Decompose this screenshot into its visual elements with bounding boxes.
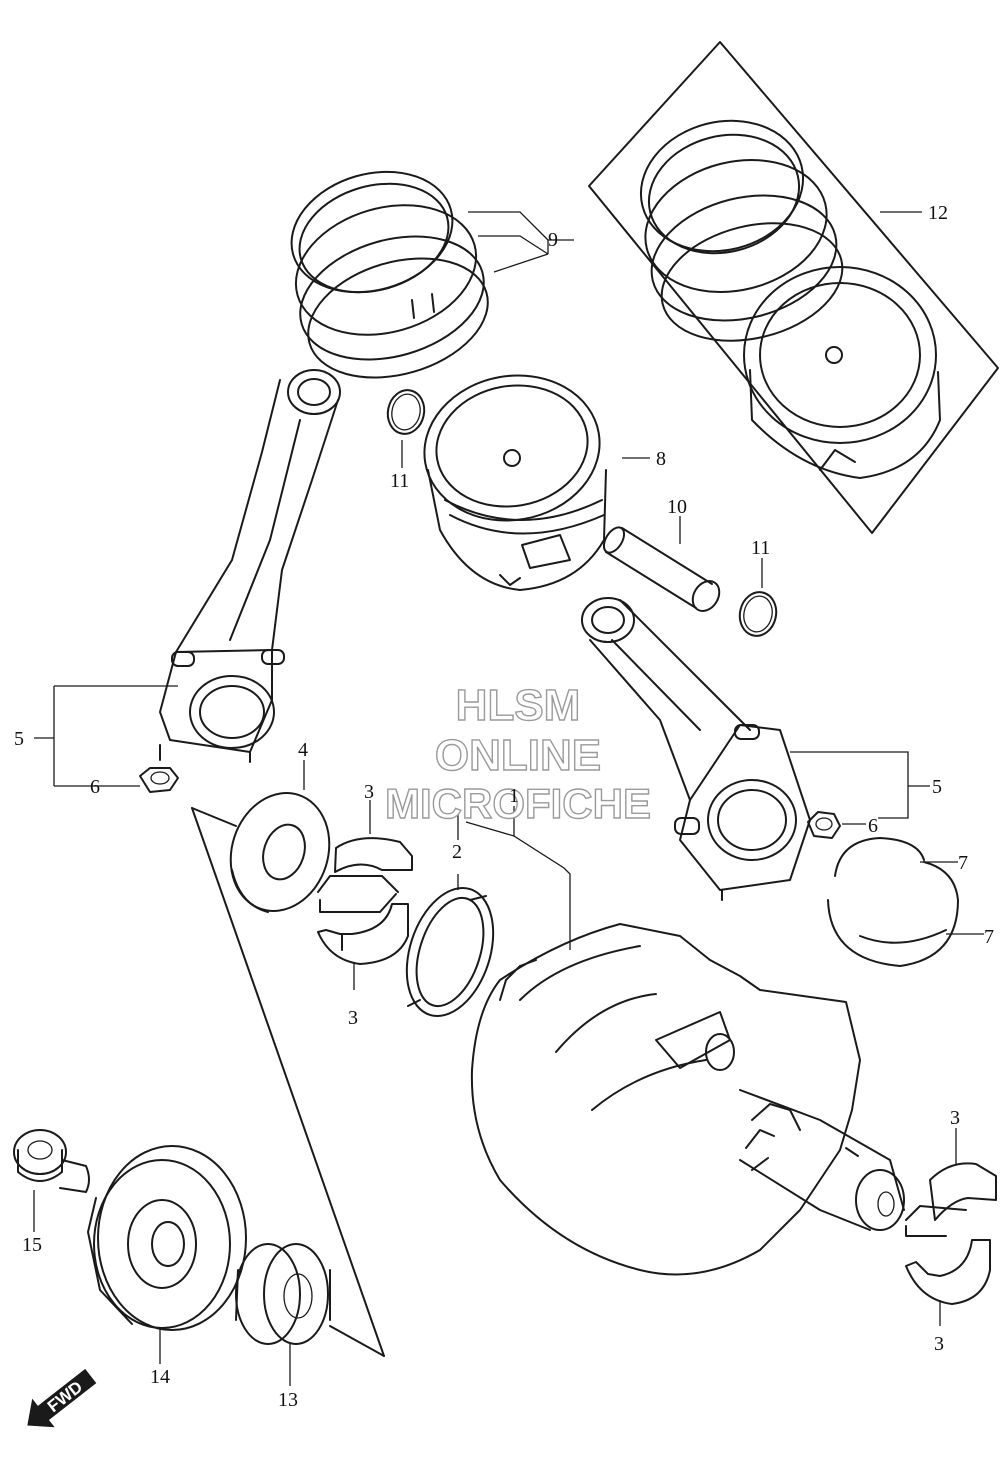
- crankshaft: [470, 923, 905, 1276]
- main-bearing-right-lower: [905, 1239, 991, 1305]
- piston-pin-circlip-left: [386, 389, 426, 435]
- forward-direction-arrow: FWD: [27, 1368, 97, 1428]
- conrod-nut-left: [139, 767, 179, 793]
- callout-7-upper: 7: [958, 852, 968, 874]
- callout-3-right-top: 3: [950, 1107, 960, 1129]
- callout-2: 2: [452, 841, 462, 863]
- main-bearing-right-upper: [905, 1162, 997, 1237]
- piston-pin-circlip-right: [738, 591, 778, 637]
- main-bearing-upper: [317, 837, 413, 913]
- callout-5-left: 5: [14, 728, 24, 750]
- piston-pin: [602, 526, 721, 612]
- watermark-line-2: ONLINE: [435, 731, 601, 780]
- connecting-rod-right: [581, 597, 811, 901]
- callout-15: 15: [22, 1234, 42, 1256]
- piston-ring-set: [290, 170, 489, 379]
- piston-kit-piston: [743, 266, 941, 479]
- hlsm-watermark: HLSM ONLINE MICROFICHE: [384, 680, 651, 827]
- piston-kit-frame: [588, 41, 999, 534]
- conrod-nut-right: [807, 811, 841, 839]
- callout-1: 1: [509, 785, 519, 807]
- watermark-line-3: MICROFICHE: [385, 780, 651, 827]
- callout-4: 4: [298, 739, 308, 761]
- piston-kit-rings: [639, 119, 844, 342]
- piston: [423, 374, 607, 591]
- conrod-bearing-pair: [827, 837, 959, 967]
- callout-12: 12: [928, 202, 948, 224]
- gear-bolt: [13, 1129, 90, 1193]
- callout-7-lower: 7: [984, 926, 994, 948]
- callout-3-right-bottom: 3: [934, 1333, 944, 1355]
- callout-9: 9: [548, 229, 558, 251]
- callout-11-left: 11: [390, 470, 409, 492]
- callout-11-right: 11: [751, 537, 770, 559]
- thrust-bearing: [405, 887, 495, 1017]
- main-bearing-lower: [317, 903, 409, 965]
- watermark-line-1: HLSM: [456, 681, 581, 730]
- connecting-rod-left: [159, 369, 341, 763]
- callout-14: 14: [150, 1366, 170, 1388]
- callout-labels: 1 2 3 3 3 3 4 5 5 6 6 7 7 8 9 10 11 11 1…: [14, 202, 994, 1411]
- callout-6-left: 6: [90, 776, 100, 798]
- callout-3-center-top: 3: [364, 781, 374, 803]
- callout-13: 13: [278, 1389, 298, 1411]
- callout-8: 8: [656, 448, 666, 470]
- thrust-washer: [229, 792, 331, 913]
- callout-3-center-bottom: 3: [348, 1007, 358, 1029]
- primary-drive-gear: [87, 1145, 247, 1331]
- crank-sprocket-gear: [235, 1243, 331, 1345]
- callout-10: 10: [667, 496, 687, 518]
- callout-6-right: 6: [868, 815, 878, 837]
- gear-assembly-bracket: [191, 807, 385, 1357]
- callout-leaders: [33, 211, 984, 1386]
- callout-5-right: 5: [932, 776, 942, 798]
